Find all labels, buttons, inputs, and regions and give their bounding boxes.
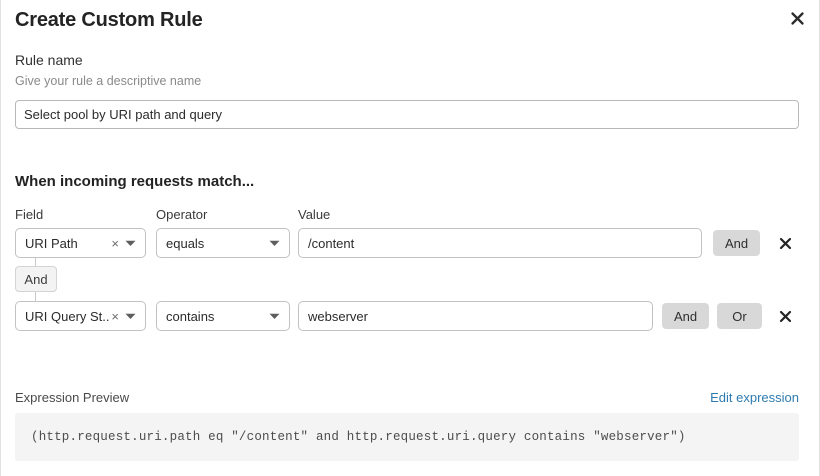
operator-select[interactable]: contains (156, 301, 290, 331)
delete-condition-button[interactable] (775, 306, 795, 326)
rule-name-input[interactable] (15, 100, 799, 129)
expression-preview-label: Expression Preview (15, 390, 130, 405)
operator-select-value: contains (166, 308, 215, 324)
chevron-down-icon[interactable] (125, 240, 145, 247)
field-select-value: URI Query St... (25, 308, 110, 324)
expression-code: (http.request.uri.path eq "/content" and… (31, 430, 686, 444)
value-input[interactable] (298, 228, 702, 258)
page-title: Create Custom Rule (15, 9, 203, 31)
field-select[interactable]: URI Path × (15, 228, 146, 258)
column-header-operator: Operator (156, 207, 208, 222)
condition-row: URI Path × equals And (1, 228, 819, 258)
column-header-field: Field (15, 207, 44, 222)
field-select[interactable]: URI Query St... × (15, 301, 146, 331)
field-select-value: URI Path (25, 235, 78, 251)
edit-expression-link[interactable]: Edit expression (710, 390, 799, 405)
connector-and-chip[interactable]: And (15, 266, 57, 292)
rule-name-label: Rule name (15, 52, 83, 68)
and-button[interactable]: And (713, 230, 761, 256)
and-button[interactable]: And (662, 303, 710, 329)
clear-icon[interactable]: × (111, 308, 119, 324)
or-button[interactable]: Or (717, 303, 762, 329)
chevron-down-icon[interactable] (269, 240, 289, 247)
condition-connector: And (15, 258, 95, 301)
operator-select[interactable]: equals (156, 228, 290, 258)
operator-select-value: equals (166, 235, 205, 251)
close-icon[interactable] (785, 6, 809, 30)
clear-icon[interactable]: × (111, 235, 119, 251)
column-header-value: Value (298, 207, 331, 222)
rule-name-help-text: Give your rule a descriptive name (15, 74, 202, 88)
value-input[interactable] (298, 301, 653, 331)
match-section-heading: When incoming requests match... (15, 173, 255, 190)
expression-preview-box: (http.request.uri.path eq "/content" and… (15, 413, 799, 461)
delete-condition-button[interactable] (775, 233, 795, 253)
chevron-down-icon[interactable] (125, 313, 145, 320)
chevron-down-icon[interactable] (269, 313, 289, 320)
condition-row: URI Query St... × contains And Or (1, 301, 819, 331)
